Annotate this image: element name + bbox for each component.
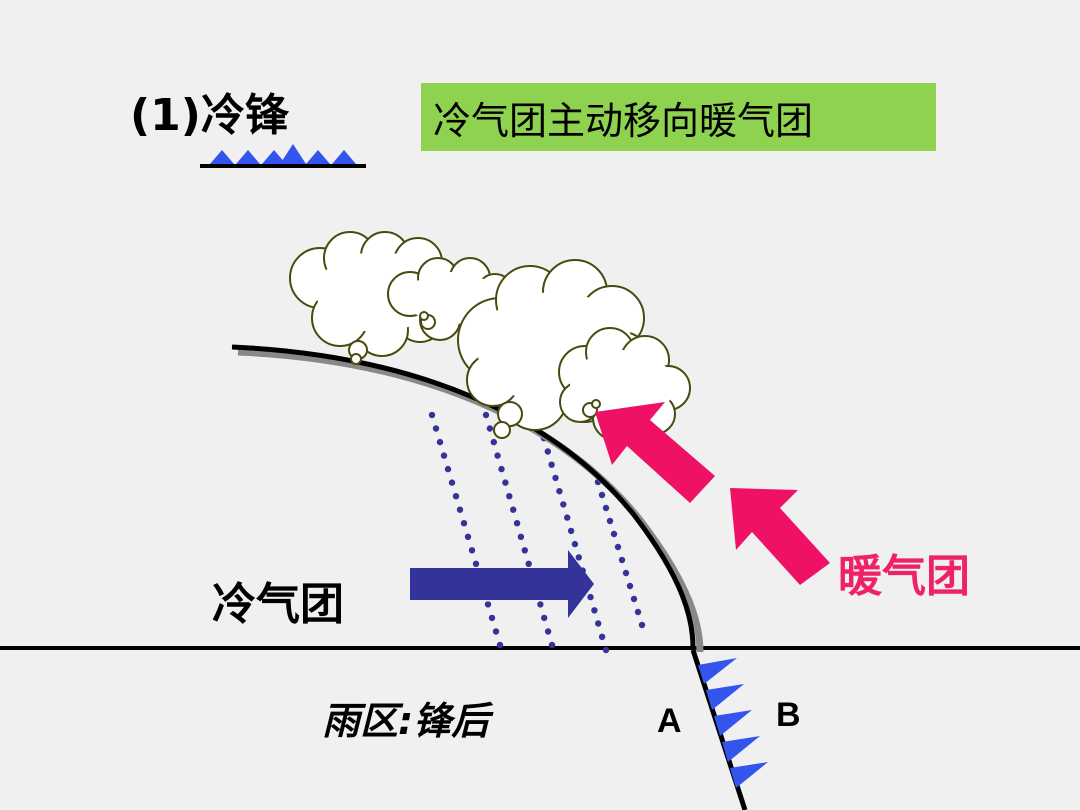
rain-dot <box>614 543 622 551</box>
rain-dot <box>606 517 614 525</box>
rain-dot <box>513 520 521 527</box>
cold-air-label: 冷气团 <box>212 579 344 630</box>
rain-dot <box>484 601 492 608</box>
title-text: 冷锋 <box>200 90 289 141</box>
rain-dot <box>622 569 630 577</box>
rain-dot <box>490 438 497 446</box>
rain-dot <box>506 493 513 500</box>
rain-dot <box>494 452 501 459</box>
rain-zone-label: 雨区:锋后 <box>322 699 490 743</box>
rain-dot <box>436 438 444 446</box>
rain-dot <box>575 554 582 561</box>
rain-dot <box>432 425 440 432</box>
rain-dot <box>510 506 517 513</box>
rain-dot <box>552 474 559 482</box>
rain-dot <box>598 491 606 499</box>
definition-banner: 冷气团主动移向暖气团 <box>421 83 936 151</box>
rain-dot <box>544 628 552 635</box>
point-b-label: B <box>776 696 801 734</box>
rain-dot <box>496 641 504 649</box>
cold-front-symbol-icon <box>200 144 366 168</box>
rain-dot <box>564 514 571 521</box>
rain-dot <box>626 582 634 590</box>
rain-dot <box>602 504 610 512</box>
underground-front-symbol <box>690 649 768 810</box>
rain-dot <box>498 465 505 473</box>
warm-air-label: 暖气团 <box>838 551 970 602</box>
rain-dot <box>440 452 448 459</box>
rain-dot <box>444 465 452 473</box>
rain-dot <box>560 501 567 508</box>
rain-dot <box>544 448 551 455</box>
rain-dot <box>548 461 555 468</box>
title-number: (1) <box>130 90 201 141</box>
cloud-icon <box>289 231 691 441</box>
rain-dot <box>548 641 556 649</box>
rain-dot <box>492 628 500 635</box>
rain-dot <box>521 547 528 554</box>
rain-dot <box>595 620 602 627</box>
rain-dot <box>517 533 525 540</box>
rain-dot <box>602 646 610 654</box>
definition-text: 冷气团主动移向暖气团 <box>433 98 814 143</box>
point-a-label: A <box>657 702 682 740</box>
rain-dot <box>428 411 436 419</box>
rain-dot <box>452 493 460 500</box>
rain-dot <box>541 614 548 622</box>
rain-dot <box>598 633 606 640</box>
rain-dot <box>464 533 472 540</box>
rain-dot <box>556 488 563 495</box>
rain-dot <box>571 540 579 548</box>
rain-dot <box>460 520 468 527</box>
rain-dot <box>618 556 626 564</box>
rain-dot <box>502 479 509 486</box>
warm-air-arrow <box>595 402 830 585</box>
rain-dot <box>587 593 594 601</box>
rain-dot <box>591 607 598 614</box>
rain-dot <box>634 608 642 616</box>
rain-dot <box>488 614 496 622</box>
rain-dot <box>486 425 494 432</box>
slide-title: (1)冷锋 <box>130 86 289 146</box>
rain-dot <box>448 479 456 486</box>
rain-dot <box>537 601 544 608</box>
rain-dot <box>468 547 476 554</box>
rain-dot <box>525 560 532 567</box>
rain-dot <box>638 621 646 629</box>
rain-dot <box>630 595 638 603</box>
rain-dot <box>482 411 490 419</box>
cold-air-arrow <box>410 550 594 618</box>
rain-dot <box>567 527 575 535</box>
rain-dot <box>472 560 480 567</box>
rain-dot <box>456 506 464 513</box>
rain-dot <box>610 530 618 538</box>
